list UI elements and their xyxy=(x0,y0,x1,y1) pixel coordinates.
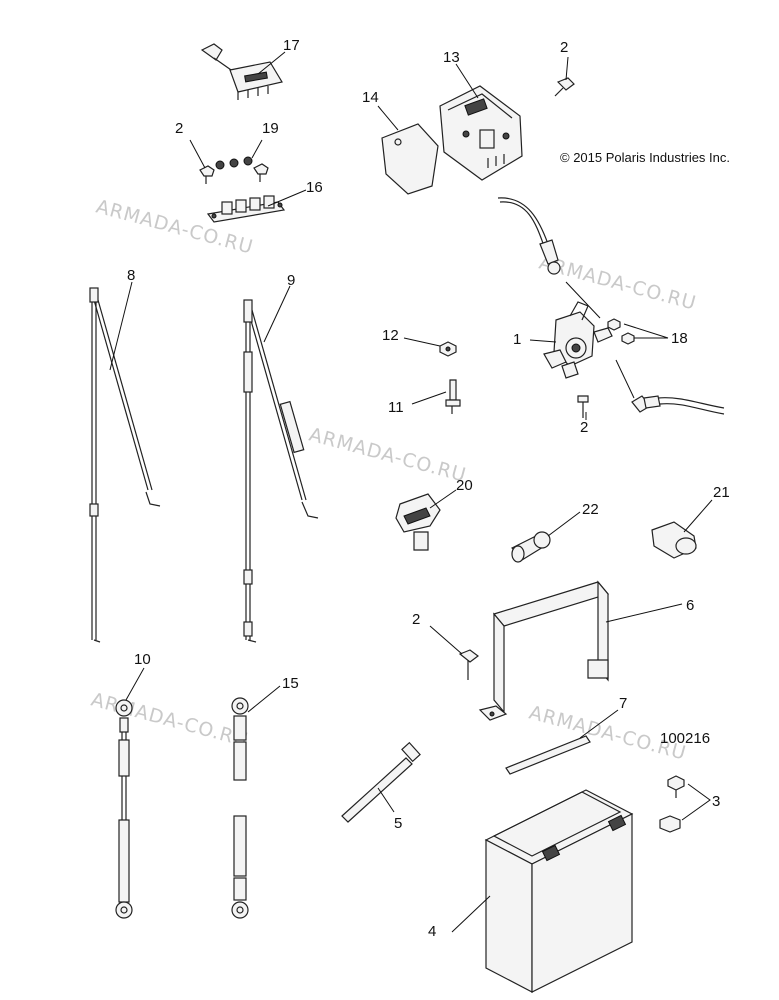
part-15-cable xyxy=(231,697,249,919)
reference-number: 100216 xyxy=(660,730,710,747)
callout-8: 8 xyxy=(127,267,135,284)
leader-5 xyxy=(377,787,395,813)
callout-7: 7 xyxy=(619,695,627,712)
cable-upper xyxy=(497,197,549,245)
leader-22 xyxy=(547,511,581,537)
leader-7 xyxy=(579,709,619,739)
leader-8 xyxy=(109,281,133,371)
callout-2-lower: 2 xyxy=(412,611,420,628)
leader-17 xyxy=(257,51,286,75)
watermark: ARMADA-CO.RU xyxy=(307,424,469,487)
part-20-terminal-boot xyxy=(395,493,441,551)
leader-18a xyxy=(623,323,669,339)
callout-2-upper-left: 2 xyxy=(175,120,183,137)
leader-20 xyxy=(429,489,457,509)
callout-4: 4 xyxy=(428,923,436,940)
leader-2d xyxy=(429,625,463,655)
leader-6 xyxy=(605,603,683,623)
leader-19 xyxy=(251,139,263,159)
leader-11 xyxy=(411,391,447,405)
leader-3 xyxy=(681,783,711,821)
part-22-terminal-cap xyxy=(511,531,551,563)
callout-14: 14 xyxy=(362,89,379,106)
leader-2a xyxy=(189,139,206,169)
leader-10 xyxy=(125,667,145,701)
watermark: ARMADA-CO.RU xyxy=(537,252,699,315)
callout-20: 20 xyxy=(456,477,473,494)
cable-terminal-upper xyxy=(539,239,559,265)
callout-15: 15 xyxy=(282,675,299,692)
callout-5: 5 xyxy=(394,815,402,832)
callout-2-mid: 2 xyxy=(580,419,588,436)
leader-16 xyxy=(267,189,307,207)
leader-9 xyxy=(263,285,291,343)
callout-6: 6 xyxy=(686,597,694,614)
part-8-cable xyxy=(89,287,161,643)
callout-13: 13 xyxy=(443,49,460,66)
watermark: ARMADA-CO.RU xyxy=(89,689,251,752)
leader-1 xyxy=(529,339,557,343)
part-6-battery-bracket xyxy=(478,580,610,721)
cable-terminal-lower xyxy=(631,395,725,415)
part-2-screw-upper xyxy=(554,77,575,97)
callout-9: 9 xyxy=(287,272,295,289)
part-9-cable xyxy=(243,299,319,643)
callout-21: 21 xyxy=(713,484,730,501)
leader-4 xyxy=(451,895,491,933)
callout-16: 16 xyxy=(306,179,323,196)
copyright-text: © 2015 Polaris Industries Inc. xyxy=(560,150,730,165)
part-11-stud xyxy=(445,379,461,414)
part-17-connector xyxy=(200,43,283,100)
leader-21 xyxy=(683,499,713,533)
part-2-bolt-lower xyxy=(458,649,479,680)
part-2-bolt-mid xyxy=(577,395,589,418)
leader-15 xyxy=(247,685,281,713)
part-5-strap xyxy=(341,741,421,823)
part-19-plugs xyxy=(199,156,269,184)
part-1-solenoid xyxy=(543,301,613,379)
part-18-nuts xyxy=(607,318,635,345)
callout-22: 22 xyxy=(582,501,599,518)
leader-13 xyxy=(455,63,479,99)
leader-14 xyxy=(377,105,399,131)
part-7-pad xyxy=(505,735,591,775)
callout-19: 19 xyxy=(262,120,279,137)
callout-18: 18 xyxy=(671,330,688,347)
leader-12 xyxy=(403,337,441,347)
callout-2-top: 2 xyxy=(560,39,568,56)
part-16-terminal-block xyxy=(206,195,286,223)
callout-12: 12 xyxy=(382,327,399,344)
callout-1: 1 xyxy=(513,331,521,348)
part-14-gasket xyxy=(381,123,439,195)
leader-2b xyxy=(565,56,569,81)
part-10-cable xyxy=(115,699,133,919)
part-12-nut xyxy=(439,341,457,357)
part-4-battery xyxy=(484,789,634,993)
part-21-terminal-boot xyxy=(651,521,697,559)
part-13-fuse-box xyxy=(439,85,523,181)
part-3-terminal-hardware xyxy=(659,775,685,833)
callout-17: 17 xyxy=(283,37,300,54)
callout-11: 11 xyxy=(388,399,404,416)
callout-3: 3 xyxy=(712,793,720,810)
callout-10: 10 xyxy=(134,651,151,668)
